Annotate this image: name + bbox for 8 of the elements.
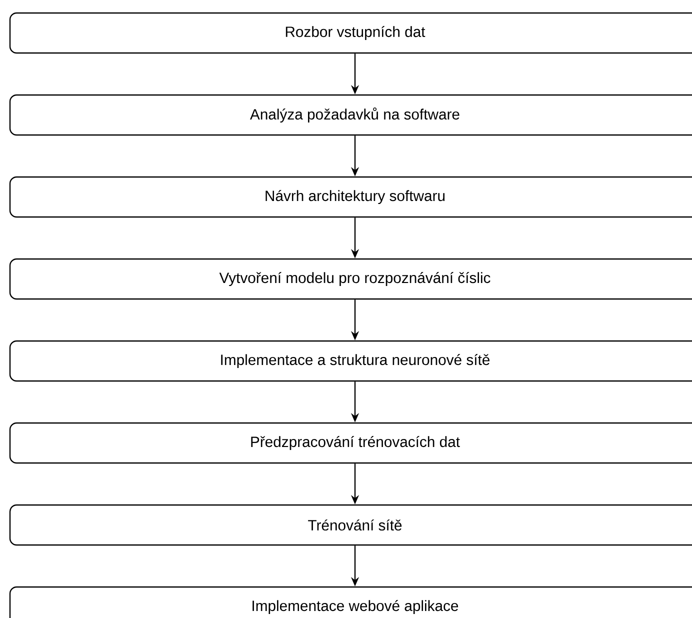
process-box: Návrh architektury softwaru [9, 176, 692, 218]
process-box: Implementace webové aplikace [9, 586, 692, 618]
process-box: Předzpracování trénovacích dat [9, 422, 692, 464]
process-box: Analýza požadavků na software [9, 94, 692, 136]
process-box: Implementace a struktura neuronové sítě [9, 340, 692, 382]
process-box: Rozbor vstupních dat [9, 12, 692, 54]
process-box: Vytvoření modelu pro rozpoznávání číslic [9, 258, 692, 300]
process-box: Trénování sítě [9, 504, 692, 546]
